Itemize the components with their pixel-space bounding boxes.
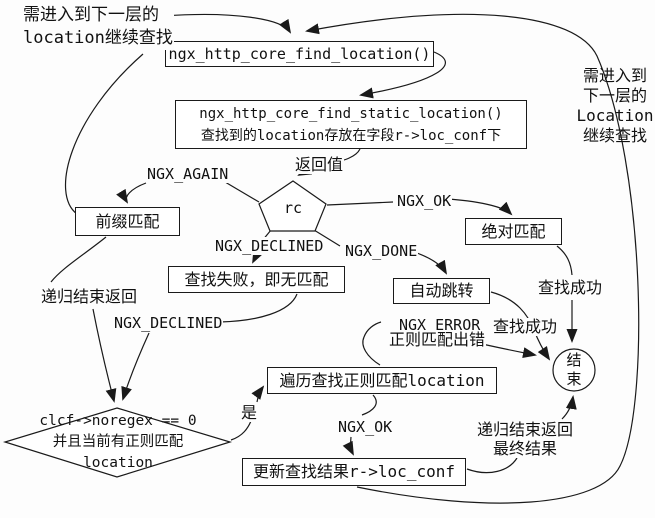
label-recursion-final: 递归结束返回 最终结果 (470, 420, 580, 458)
edge-fail-to-diamond (121, 332, 150, 401)
label-search-success-right: 查找成功 (538, 278, 603, 297)
recursion-final-line2: 最终结果 (492, 439, 557, 458)
right-line4: 继续查找 (582, 126, 647, 145)
label-search-success-mid: 查找成功 (492, 317, 559, 336)
edge-declined-to-fail (252, 248, 264, 264)
label-ngx-done: NGX_DONE (344, 242, 419, 260)
label-ngx-ok: NGX_OK (396, 192, 453, 210)
node-find-static-location: ngx_http_core_find_static_location() 查找到… (175, 100, 527, 149)
node-find-location: ngx_http_core_find_location() (165, 41, 434, 67)
label-recursion-return: 递归结束返回 (40, 287, 139, 306)
node-regex-iterate: 遍历查找正则匹配location (267, 367, 497, 394)
diamond-line3: location (83, 455, 153, 471)
label-ngx-error: NGX_ERROR (398, 316, 482, 334)
edge-update-to-end (561, 395, 577, 420)
diamond-line2: 并且当前有正则匹配 (52, 434, 184, 450)
label-yes: 是 (240, 403, 259, 422)
edge-prefix-to-diamond (92, 308, 117, 403)
label-regex-error: 正则匹配出错 (388, 330, 487, 349)
topleft-line2: location继续查找 (23, 28, 173, 48)
node-prefix-match-label: 前缀匹配 (95, 211, 160, 231)
node-exact-match: 绝对匹配 (465, 218, 562, 245)
node-regex-iterate-label: 遍历查找正则匹配location (279, 370, 485, 390)
diamond-line1: clcf->noregex == 0 (39, 413, 197, 429)
end-line2: 束 (566, 370, 582, 388)
right-line1: 需进入到 (582, 66, 647, 85)
edge-ok-to-update (342, 436, 354, 456)
node-find-static-line2: 查找到的location存放在字段r->loc_conf下 (200, 127, 502, 144)
noregex-diamond-label: clcf->noregex == 0 并且当前有正则匹配 location (5, 411, 231, 474)
right-line2: 下一层的 (582, 86, 647, 105)
edge-prefix-loopback (64, 53, 144, 215)
edge-ok-to-exact (448, 198, 513, 216)
edge-done-to-redirect (416, 252, 447, 275)
node-auto-redirect: 自动跳转 (393, 278, 490, 304)
annotation-next-layer-topleft: 需进入到下一层的 location继续查找 (22, 4, 174, 50)
node-update-result: 更新查找结果r->loc_conf (242, 458, 466, 486)
annotation-next-layer-right: 需进入到 下一层的 Location 继续查找 (575, 66, 655, 146)
node-find-static-line1: ngx_http_core_find_static_location() (199, 105, 503, 122)
right-line3: Location (576, 106, 654, 125)
noregex-diamond (2, 407, 233, 478)
edge-big-loop (305, 13, 640, 504)
rc-pentagon-label: rc (283, 199, 303, 217)
label-ngx-ok-bottom: NGX_OK (337, 418, 394, 436)
edge-next-layer-to-find (162, 13, 292, 34)
label-ngx-declined: NGX_DECLINED (214, 237, 325, 255)
edge-yes-to-regex (251, 385, 265, 403)
node-search-fail: 查找失败，即无匹配 (168, 266, 345, 293)
edge-again-to-prefix (116, 182, 147, 204)
label-return-value: 返回值 (294, 155, 345, 174)
node-auto-redirect-label: 自动跳转 (409, 281, 474, 300)
topleft-line1: 需进入到下一层的 (23, 5, 159, 25)
recursion-final-line1: 递归结束返回 (476, 420, 573, 439)
node-exact-match-label: 绝对匹配 (481, 221, 546, 241)
node-update-result-label: 更新查找结果r->loc_conf (253, 462, 455, 481)
label-ngx-again: NGX_AGAIN (146, 165, 230, 183)
node-search-fail-label: 查找失败，即无匹配 (184, 269, 329, 289)
end-line1: 结 (566, 351, 582, 369)
label-ngx-declined-left: NGX_DECLINED (113, 314, 224, 332)
edge-find-to-static (359, 51, 446, 99)
node-find-location-label: ngx_http_core_find_location() (168, 45, 431, 63)
node-prefix-match: 前缀匹配 (75, 207, 180, 236)
end-circle (552, 348, 596, 392)
rc-pentagon (258, 180, 327, 232)
end-circle-label: 结 束 (558, 351, 590, 389)
